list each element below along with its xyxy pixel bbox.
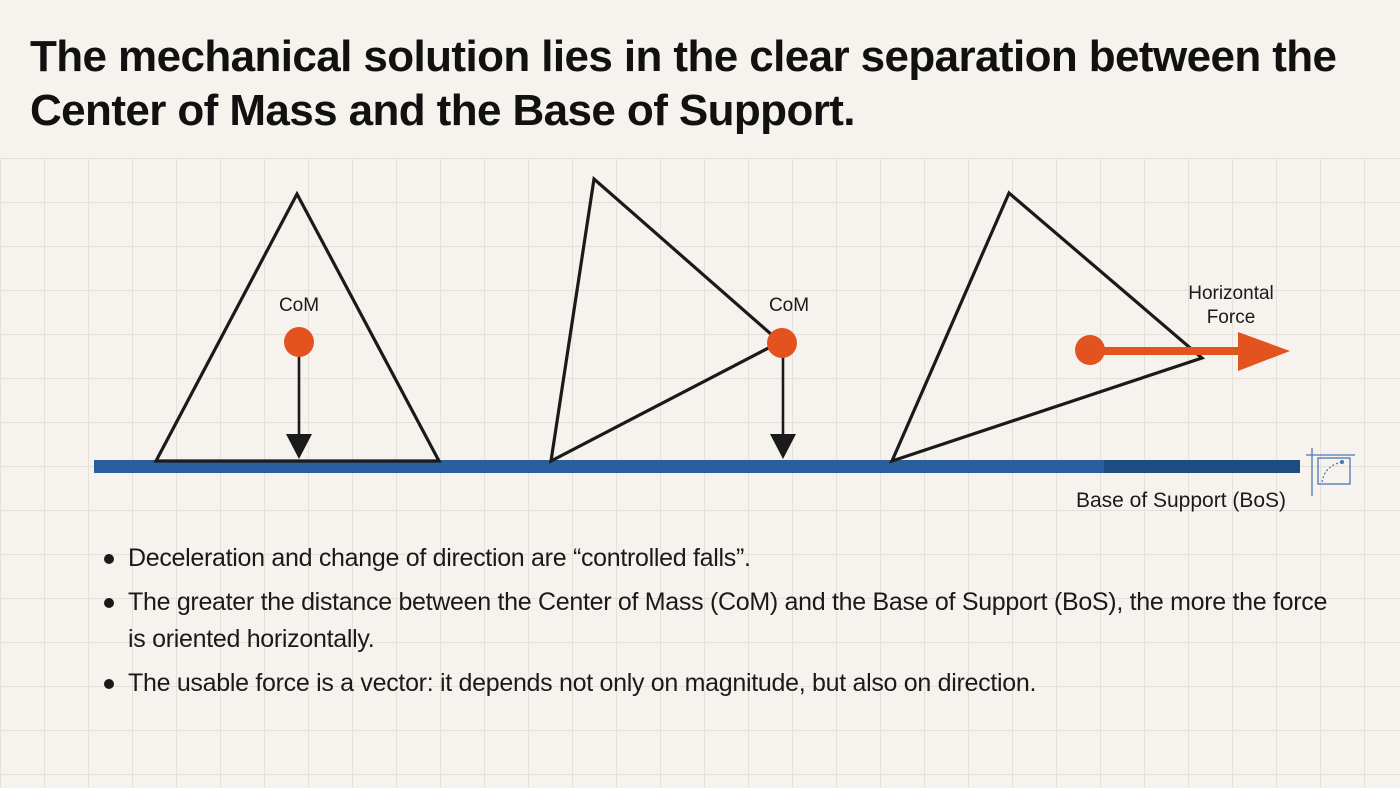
bullet-text: The usable force is a vector: it depends… xyxy=(128,669,1037,697)
force-label-line2: Force xyxy=(1207,307,1256,328)
horizontal-force-arrowhead xyxy=(1238,332,1290,371)
bullet-text: Deceleration and change of direction are… xyxy=(128,544,751,572)
force-label-line1: Horizontal xyxy=(1188,283,1274,304)
bullet-item: The usable force is a vector: it depends… xyxy=(100,665,1340,702)
bullet-marker xyxy=(104,598,114,608)
bullet-marker xyxy=(104,679,114,689)
bullet-marker xyxy=(104,554,114,564)
leaning-triangle-group: Horizontal Force xyxy=(889,190,1290,464)
com-label-stable: CoM xyxy=(279,295,319,316)
base-of-support-label: Base of Support (BoS) xyxy=(1076,489,1286,512)
bullet-item: The greater the distance between the Cen… xyxy=(100,584,1340,658)
gravity-arrowhead-stable xyxy=(286,434,312,459)
stable-triangle xyxy=(153,190,442,463)
corner-frame-icon xyxy=(1306,448,1355,496)
com-dot-stable xyxy=(284,327,314,357)
tilted-triangle-group: CoM xyxy=(548,175,809,464)
base-of-support-dark-segment xyxy=(1104,460,1300,473)
com-dot-leaning xyxy=(1075,335,1105,365)
bullet-list: Deceleration and change of direction are… xyxy=(100,540,1340,709)
bullet-text: The greater the distance between the Cen… xyxy=(128,588,1328,653)
leaning-triangle xyxy=(889,190,1206,464)
base-of-support-line xyxy=(94,460,1300,473)
page-title: The mechanical solution lies in the clea… xyxy=(30,32,1337,135)
com-label-tilted: CoM xyxy=(769,295,809,316)
com-dot-tilted xyxy=(767,328,797,358)
bullet-item: Deceleration and change of direction are… xyxy=(100,540,1340,577)
title-band xyxy=(0,0,1400,158)
stable-triangle-group: CoM xyxy=(153,190,442,463)
tilted-triangle xyxy=(548,175,783,464)
gravity-arrowhead-tilted xyxy=(770,434,796,459)
